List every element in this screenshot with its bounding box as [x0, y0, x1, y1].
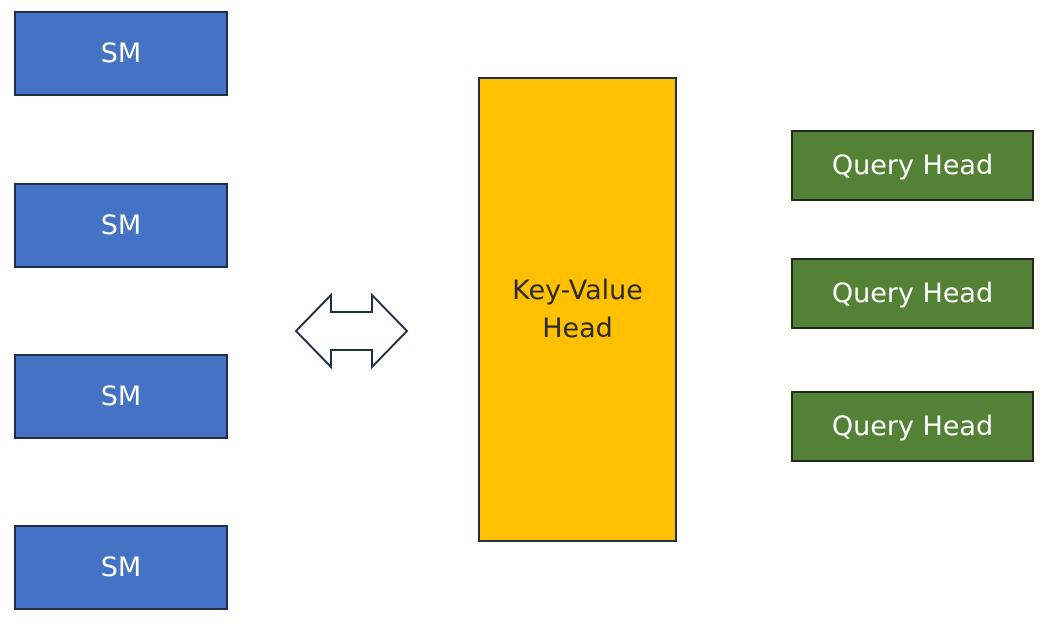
key-value-head: Key-Value Head [478, 77, 677, 542]
query-head-3: Query Head [791, 391, 1034, 462]
sm-block-label: SM [100, 552, 142, 583]
double-arrow-icon [294, 292, 409, 370]
sm-block-label: SM [100, 381, 142, 412]
sm-block-3: SM [14, 354, 228, 439]
query-head-1: Query Head [791, 130, 1034, 201]
query-head-label: Query Head [831, 278, 994, 309]
sm-block-2: SM [14, 183, 228, 268]
query-head-2: Query Head [791, 258, 1034, 329]
kv-head-line2: Head [542, 312, 613, 344]
query-head-label: Query Head [831, 411, 994, 442]
sm-block-label: SM [100, 210, 142, 241]
kv-head-line1: Key-Value [512, 274, 643, 306]
sm-block-1: SM [14, 11, 228, 96]
sm-block-4: SM [14, 525, 228, 610]
query-head-label: Query Head [831, 150, 994, 181]
sm-block-label: SM [100, 38, 142, 69]
